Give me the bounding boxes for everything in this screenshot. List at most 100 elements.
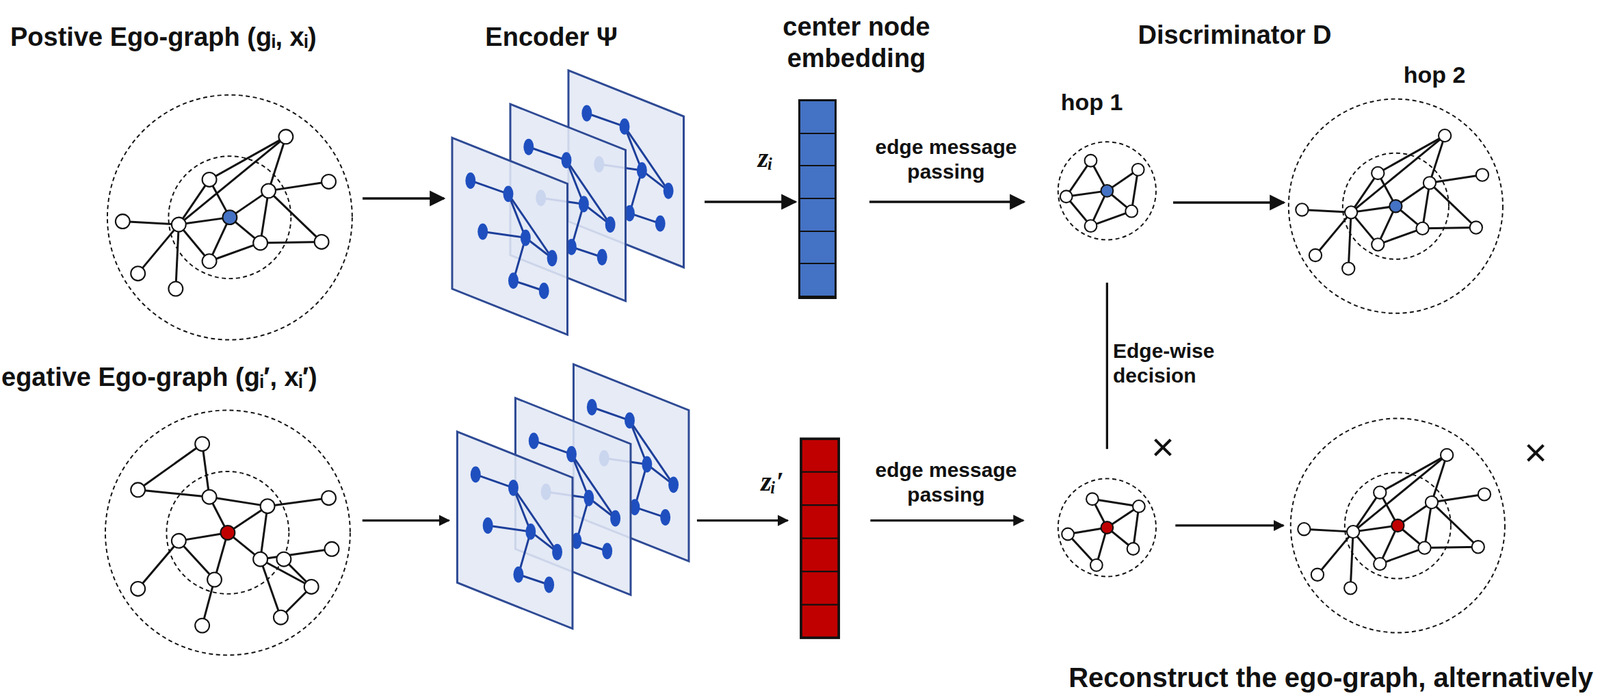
graph-node xyxy=(207,572,222,587)
graph-node xyxy=(1371,238,1384,251)
graph-edge xyxy=(138,224,180,274)
graph-edge xyxy=(138,489,210,497)
encoder-stack xyxy=(456,363,689,628)
layer-node xyxy=(470,465,481,483)
layer-node xyxy=(655,215,666,232)
graph-node xyxy=(314,234,330,249)
layer-node xyxy=(513,566,524,583)
graph-edge xyxy=(209,496,268,506)
layer-node xyxy=(520,229,531,247)
flow-arrow xyxy=(1175,523,1284,527)
graph-node xyxy=(1311,568,1324,581)
vector-cell xyxy=(801,603,839,605)
embedding-vector xyxy=(801,438,839,638)
decision-label: Edge-wise decision xyxy=(1112,338,1243,388)
vector-cell xyxy=(801,504,839,506)
layer-node xyxy=(561,151,572,169)
graph-node xyxy=(202,172,217,187)
graph-node xyxy=(1418,541,1431,554)
graph-node xyxy=(321,490,336,505)
graph-edge xyxy=(267,497,329,507)
component-title: Discriminator D xyxy=(1138,19,1332,52)
hop-boundary xyxy=(1288,99,1503,314)
graph-edge xyxy=(1317,531,1354,575)
graph-node xyxy=(324,541,340,557)
layer-node xyxy=(597,248,608,266)
graph-edge xyxy=(122,221,179,225)
graph-node xyxy=(1132,163,1145,176)
layer-edge xyxy=(571,454,615,519)
center-node xyxy=(1100,184,1113,198)
graph-node xyxy=(1476,168,1489,181)
layer-node xyxy=(552,543,563,561)
center-node xyxy=(1389,199,1402,213)
graph-node xyxy=(261,183,276,198)
connector-arrow xyxy=(704,200,796,203)
layer-node xyxy=(641,456,652,473)
hop-boundary xyxy=(107,95,353,340)
arrow-label: edge message passing xyxy=(860,457,1032,507)
center-node xyxy=(1100,521,1113,534)
graph-edge xyxy=(260,506,268,560)
graph-edge xyxy=(178,136,286,225)
ego-graph xyxy=(1288,99,1503,314)
graph-node xyxy=(253,552,268,567)
ego-graph xyxy=(105,409,351,655)
center-node xyxy=(1391,519,1404,532)
decision-line xyxy=(1106,282,1109,449)
graph-node xyxy=(1346,525,1360,538)
ego-graph: Postive Ego-graph (gᵢ, xᵢ) xyxy=(107,95,353,340)
graph-edge xyxy=(1429,182,1477,228)
layer-node xyxy=(663,182,674,200)
graph-node xyxy=(202,253,217,269)
layer-node xyxy=(525,523,536,540)
graph-node xyxy=(1371,166,1384,180)
flow-arrow xyxy=(870,519,1024,522)
layer-node xyxy=(508,479,519,496)
embedding-vector: center node embedding xyxy=(798,99,837,299)
hop-graph: hop 2 xyxy=(1288,98,1504,314)
graph-node xyxy=(115,214,130,229)
graph-node xyxy=(168,281,183,297)
layer-edge xyxy=(482,231,527,239)
graph-edge xyxy=(1424,546,1479,548)
graph-node xyxy=(1470,220,1483,234)
graph-edge xyxy=(209,242,261,262)
reject-mark: × xyxy=(1524,428,1548,477)
layer-node xyxy=(660,508,671,526)
layer-edge xyxy=(586,113,625,127)
graph-node xyxy=(1415,222,1429,235)
encoder: Encoder Ψ xyxy=(448,71,685,337)
layer-edge xyxy=(533,440,572,454)
node-heading: egative Ego-graph (gᵢ′, xᵢ′) xyxy=(1,361,318,394)
layer-edge xyxy=(624,126,669,191)
flow-arrow xyxy=(362,519,450,522)
ego-graph xyxy=(1058,141,1157,240)
layer-node xyxy=(601,542,613,559)
graph-node xyxy=(1060,190,1073,203)
layer-node xyxy=(624,411,635,429)
caption-note: Reconstruct the ego-graph, alternatively xyxy=(1068,660,1594,694)
graph-edge xyxy=(268,181,330,191)
graph-node xyxy=(1438,129,1451,142)
ego-graph xyxy=(107,95,353,340)
graph-node xyxy=(1309,248,1322,262)
hop-boundary xyxy=(166,471,289,594)
ego-graph xyxy=(1058,478,1157,576)
layer-node xyxy=(636,162,648,179)
graph-node xyxy=(1125,205,1138,218)
layer-edge xyxy=(629,420,674,485)
edge-label: edge message passing xyxy=(860,134,1032,185)
graph-node xyxy=(1472,540,1485,553)
graph-edge xyxy=(268,190,323,243)
layer-edge xyxy=(566,160,611,225)
hop-boundary xyxy=(1058,141,1157,240)
graph-node xyxy=(1373,486,1386,499)
graph-node xyxy=(1090,558,1103,572)
layer-node xyxy=(508,272,519,289)
graph-edge xyxy=(1350,531,1354,588)
encoder-stack xyxy=(452,70,685,335)
vector-cell xyxy=(801,537,839,540)
connector-arrow xyxy=(1173,201,1284,204)
graph-node xyxy=(1344,581,1357,594)
